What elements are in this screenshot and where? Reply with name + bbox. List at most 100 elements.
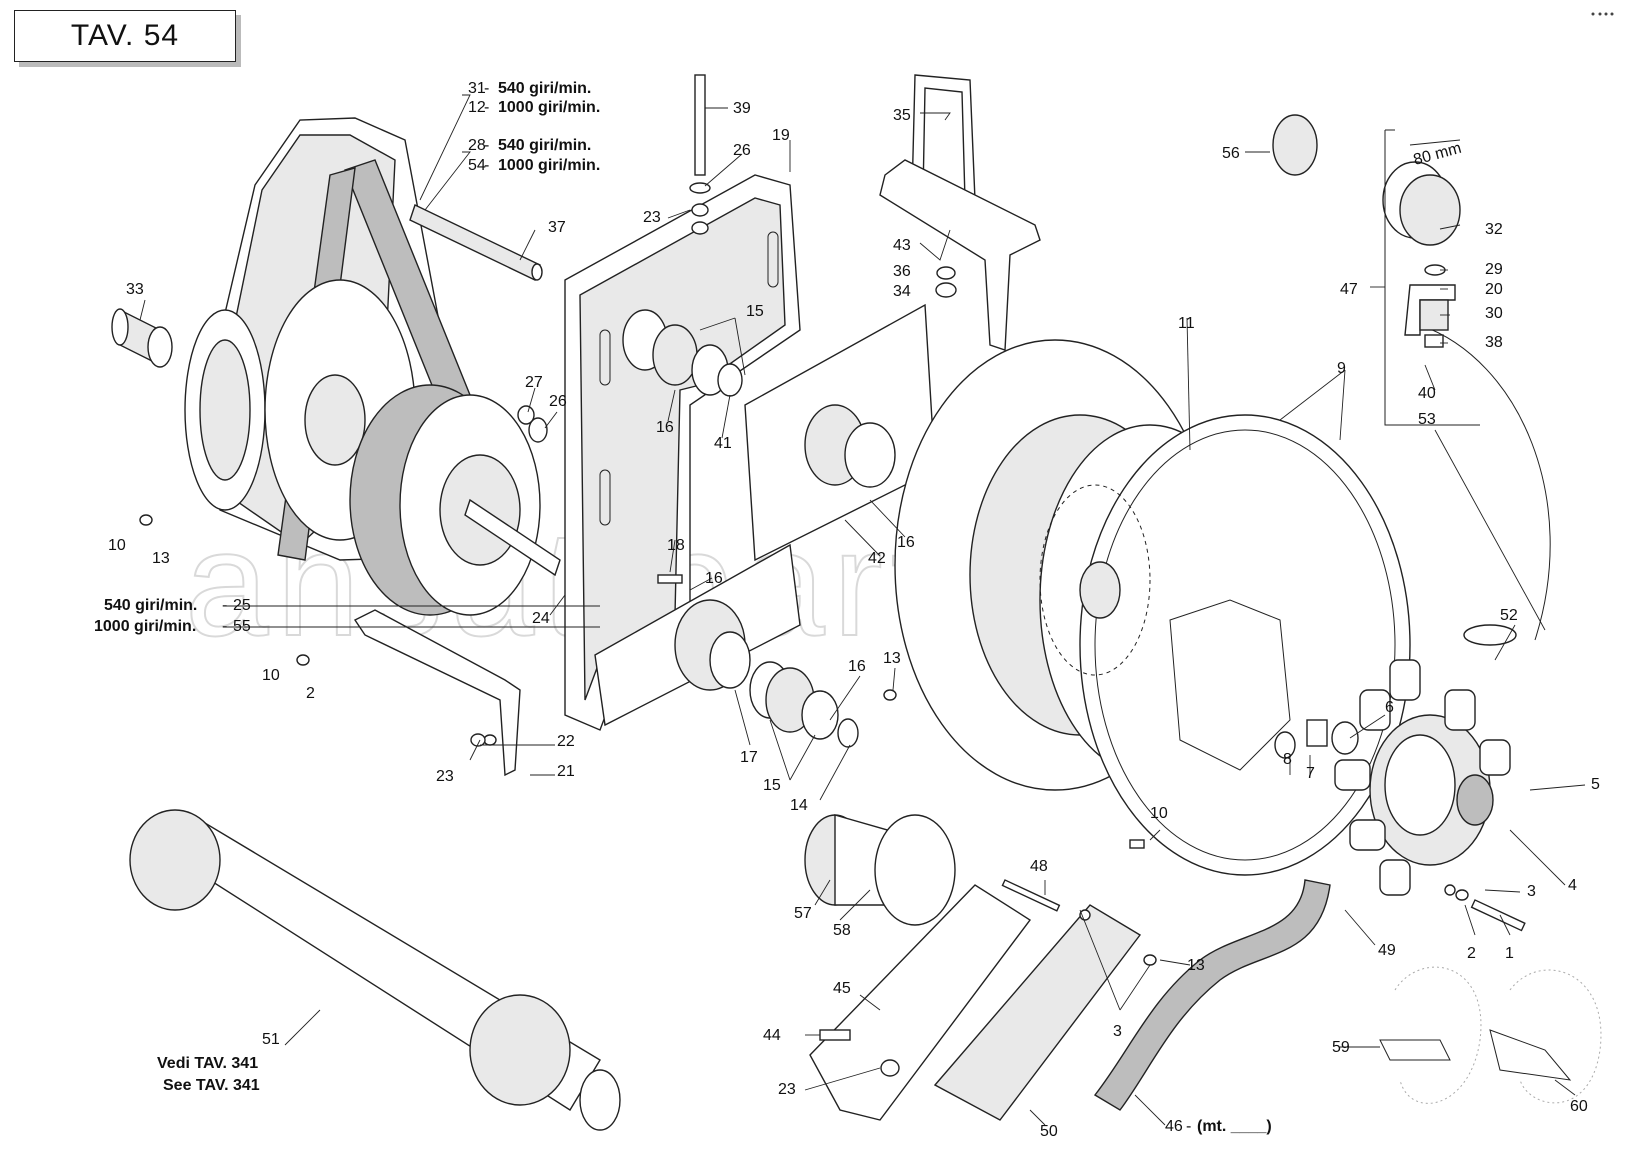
- callout-55: 55: [233, 618, 251, 635]
- callout-5: 5: [1591, 776, 1600, 793]
- callout-10b: 10: [262, 667, 280, 684]
- callout-35: 35: [893, 107, 911, 124]
- bushing-33: [111, 308, 173, 368]
- note-see: See TAV. 341: [163, 1077, 260, 1094]
- note-12-dash: -: [484, 99, 489, 116]
- callout-59: 59: [1332, 1039, 1350, 1056]
- callout-13c: 13: [1187, 957, 1205, 974]
- callout-37: 37: [548, 219, 566, 236]
- note-vedi: Vedi TAV. 341: [157, 1055, 258, 1072]
- distributor-5: [1334, 624, 1517, 896]
- callout-57: 57: [794, 905, 812, 922]
- callout-52: 52: [1500, 607, 1518, 624]
- page-title: TAV. 54: [14, 10, 236, 62]
- callout-23: 23: [643, 209, 661, 226]
- note-46-dash: -: [1186, 1118, 1191, 1135]
- callout-17: 17: [740, 749, 758, 766]
- callout-34: 34: [893, 283, 911, 300]
- callout-3b: 3: [1113, 1023, 1122, 1040]
- callout-28: 28: [468, 137, 486, 154]
- callout-21: 21: [557, 763, 575, 780]
- note-31-dash: -: [484, 80, 489, 97]
- corner-dots: [1591, 12, 1614, 16]
- callout-18: 18: [667, 537, 685, 554]
- callout-41: 41: [714, 435, 732, 452]
- callout-15: 15: [746, 303, 764, 320]
- callout-16b: 16: [705, 570, 723, 587]
- callout-40: 40: [1418, 385, 1436, 402]
- shaft-37: [409, 204, 543, 281]
- callout-3: 3: [1527, 883, 1536, 900]
- note-hose-length: (mt. ____): [1197, 1118, 1272, 1135]
- belt-housing-group: [184, 117, 561, 616]
- bracket-21: [353, 609, 521, 777]
- pto-shaft-51: [129, 809, 621, 1131]
- callout-29: 29: [1485, 261, 1503, 278]
- callout-23c: 23: [778, 1081, 796, 1098]
- callout-23b: 23: [436, 768, 454, 785]
- callout-45: 45: [833, 980, 851, 997]
- callout-7: 7: [1306, 765, 1315, 782]
- callout-30: 30: [1485, 305, 1503, 322]
- callout-16d: 16: [848, 658, 866, 675]
- callout-12: 12: [468, 99, 486, 116]
- callout-26: 26: [733, 142, 751, 159]
- gauge-assembly: [1272, 114, 1480, 426]
- callout-13b: 13: [883, 650, 901, 667]
- guard-57-58: [804, 814, 956, 926]
- note-rpm-54: 1000 giri/min.: [498, 157, 600, 174]
- callout-10c: 10: [1150, 805, 1168, 822]
- clips-59-60: [1379, 966, 1602, 1104]
- callout-25: 25: [233, 597, 251, 614]
- callout-8: 8: [1283, 751, 1292, 768]
- callout-60: 60: [1570, 1098, 1588, 1115]
- small-hardware: [139, 74, 1526, 1077]
- note-rpm-31: 540 giri/min.: [498, 80, 591, 97]
- callout-38: 38: [1485, 334, 1503, 351]
- callout-56: 56: [1222, 145, 1240, 162]
- callout-4: 4: [1568, 877, 1577, 894]
- note-rpm-55: 1000 giri/min.: [94, 618, 196, 635]
- callout-13: 13: [152, 550, 170, 567]
- callout-32: 32: [1485, 221, 1503, 238]
- callout-22: 22: [557, 733, 575, 750]
- callout-53: 53: [1418, 411, 1436, 428]
- callout-1: 1: [1505, 945, 1514, 962]
- callout-49: 49: [1378, 942, 1396, 959]
- callout-9: 9: [1337, 360, 1346, 377]
- callout-27: 27: [525, 374, 543, 391]
- callout-24: 24: [532, 610, 550, 627]
- plate-42: [744, 303, 936, 562]
- note-rpm-28: 540 giri/min.: [498, 137, 591, 154]
- leader-lines: [139, 94, 1586, 1126]
- callout-26b: 26: [549, 393, 567, 410]
- callout-14: 14: [790, 797, 808, 814]
- callout-43: 43: [893, 237, 911, 254]
- callout-58: 58: [833, 922, 851, 939]
- callout-54: 54: [468, 157, 486, 174]
- drum-assembly: [894, 339, 1411, 876]
- callout-16: 16: [656, 419, 674, 436]
- callout-2: 2: [306, 685, 315, 702]
- callout-19: 19: [772, 127, 790, 144]
- callout-44: 44: [763, 1027, 781, 1044]
- callout-50: 50: [1040, 1123, 1058, 1140]
- callout-15b: 15: [763, 777, 781, 794]
- hose-46: [1093, 879, 1331, 1111]
- callout-33: 33: [126, 281, 144, 298]
- tube-40: [1419, 324, 1551, 641]
- u-bolt-bracket-35: [879, 74, 1041, 351]
- note-28-dash: -: [484, 137, 489, 154]
- note-rpm-12: 1000 giri/min.: [498, 99, 600, 116]
- bearing-set-lower: [594, 543, 859, 748]
- callout-48: 48: [1030, 858, 1048, 875]
- bearing-set-upper: [622, 309, 743, 397]
- callout-16c: 16: [897, 534, 915, 551]
- callout-2b: 2: [1467, 945, 1476, 962]
- callout-11: 11: [1178, 315, 1195, 332]
- callout-42: 42: [868, 550, 886, 567]
- note-rpm-25: 540 giri/min.: [104, 597, 197, 614]
- screen-50: [933, 904, 1142, 1121]
- callout-10: 10: [108, 537, 126, 554]
